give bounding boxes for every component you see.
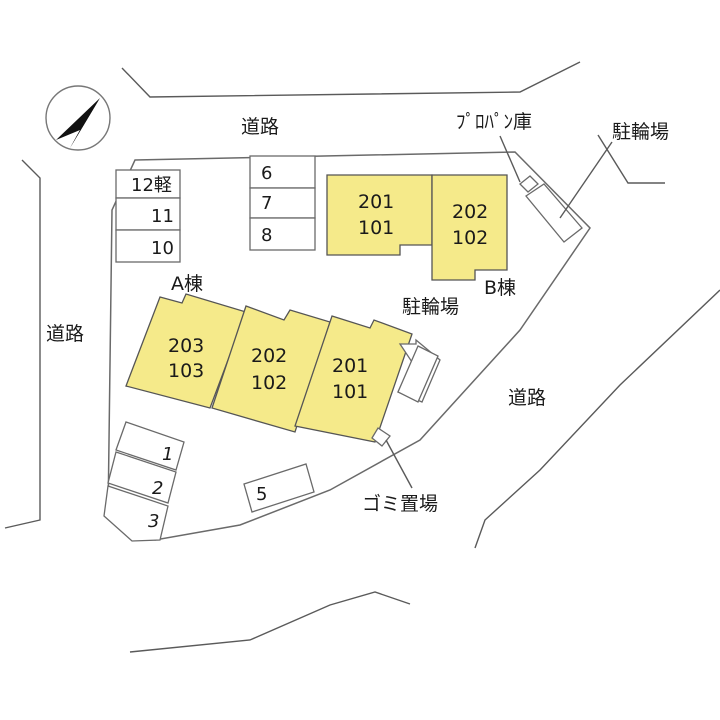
building-a: 203 103 202 102 201 101 A棟: [125, 273, 413, 443]
a-unit-1-upper: 203: [168, 335, 204, 357]
a-unit-2-upper: 202: [251, 345, 287, 367]
building-b-label: B棟: [484, 277, 516, 299]
parking-10: 10: [151, 238, 174, 259]
building-a-label: A棟: [171, 273, 203, 295]
propane-storage: ﾌﾟﾛﾊﾟﾝ庫: [456, 111, 539, 193]
parking-11: 11: [151, 206, 174, 227]
b-unit-2-upper: 202: [452, 201, 488, 223]
parking-8: 8: [261, 225, 272, 246]
parking-12: 12軽: [131, 175, 172, 196]
bike-parking-mid: 駐輪場: [397, 296, 459, 403]
a-unit-3-upper: 201: [332, 355, 368, 377]
b-unit-1-lower: 101: [358, 217, 394, 239]
parking-3: 3: [148, 511, 159, 532]
b-unit-2-lower: 102: [452, 227, 488, 249]
parking-bottom-left: 1 2 3: [103, 421, 185, 542]
parking-top-stack: 6 7 8: [249, 155, 316, 251]
parking-1: 1: [162, 444, 173, 465]
garbage-label: ゴミ置場: [362, 493, 438, 515]
garbage-area: ゴミ置場: [362, 427, 438, 515]
parking-5: 5: [243, 463, 315, 513]
a-unit-1-lower: 103: [168, 360, 204, 382]
parking-5-label: 5: [256, 484, 267, 505]
a-unit-3-lower: 101: [332, 381, 368, 403]
road-right-label: 道路: [508, 387, 546, 409]
road-lines: [4, 61, 720, 653]
bike-parking-mid-label: 駐輪場: [402, 296, 459, 318]
propane-label: ﾌﾟﾛﾊﾟﾝ庫: [456, 111, 532, 133]
road-left-label: 道路: [46, 323, 84, 345]
parking-7: 7: [261, 193, 272, 214]
parking-6: 6: [261, 163, 272, 184]
bike-parking-top: 駐輪場: [525, 121, 669, 243]
north-arrow-icon: [45, 85, 111, 151]
road-top-label: 道路: [241, 116, 279, 138]
bike-parking-top-label: 駐輪場: [612, 121, 669, 143]
parking-left-stack: 12軽 11 10: [115, 169, 181, 263]
a-unit-2-lower: 102: [251, 372, 287, 394]
parking-2: 2: [152, 478, 163, 499]
b-unit-1-upper: 201: [358, 191, 394, 213]
building-b: 201 101 202 102 B棟: [326, 174, 516, 299]
